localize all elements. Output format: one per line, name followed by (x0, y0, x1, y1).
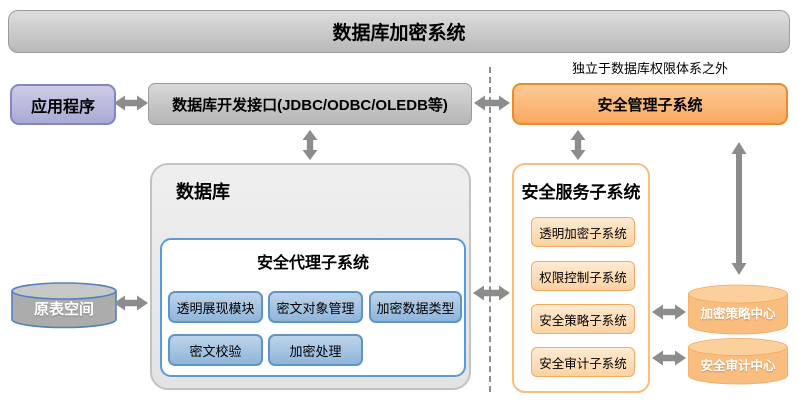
database-label: 数据库 (176, 182, 230, 202)
application-box: 应用程序 (10, 84, 116, 125)
service-subsystem-node: 权限控制子系统 (531, 261, 635, 291)
application-label: 应用程序 (30, 98, 95, 116)
system-banner-title: 数据库加密系统 (332, 23, 466, 44)
arrow-interface-database-icon (302, 130, 318, 160)
independence-note: 独立于数据库权限体系之外 (571, 60, 728, 76)
agent-module-node: 密文对象管理 (268, 291, 363, 323)
source-tablespace-cylinder: 原表空间 (11, 282, 117, 329)
arrow-mgmt-service-icon (570, 130, 586, 160)
policy-center-label: 加密策略中心 (700, 306, 776, 321)
arrow-mgmt-policy-center-icon (731, 142, 747, 275)
database-cylinder-icon (688, 338, 788, 385)
security-mgmt-box: 安全管理子系统 (512, 83, 788, 125)
audit-center-cylinder: 安全审计中心 (688, 338, 788, 385)
audit-center-label: 安全审计中心 (700, 358, 776, 373)
service-subsystem-node: 安全策略子系统 (531, 304, 635, 334)
database-box: 数据库 安全代理子系统 透明展现模块 密文对象管理 加密数据类型 密文校验 加密… (150, 163, 471, 390)
policy-center-cylinder: 加密策略中心 (688, 284, 788, 335)
security-service-title: 安全服务子系统 (521, 183, 641, 202)
db-interface-box: 数据库开发接口(JDBC/ODBC/OLEDB等) (148, 83, 472, 125)
system-banner: 数据库加密系统 (8, 10, 790, 53)
security-service-box: 安全服务子系统 透明加密子系统 权限控制子系统 安全策略子系统 安全审计子系统 (512, 163, 650, 393)
database-cylinder-icon (688, 284, 788, 335)
agent-module-node: 加密数据类型 (369, 291, 462, 323)
dashed-separator-line (489, 67, 491, 392)
service-subsystem-node: 透明加密子系统 (531, 217, 635, 247)
service-subsystem-node: 安全审计子系统 (531, 347, 635, 377)
db-interface-label: 数据库开发接口(JDBC/ODBC/OLEDB等) (172, 96, 448, 114)
security-agent-title: 安全代理子系统 (256, 255, 369, 272)
arrow-app-interface-icon (114, 95, 148, 111)
security-mgmt-label: 安全管理子系统 (597, 96, 703, 114)
arrow-policy-subsystem-center-icon (652, 304, 686, 320)
arrow-database-service-icon (473, 285, 510, 301)
security-agent-box: 安全代理子系统 透明展现模块 密文对象管理 加密数据类型 密文校验 加密处理 (160, 238, 466, 377)
source-tablespace-label: 原表空间 (33, 300, 94, 318)
database-cylinder-icon (11, 282, 117, 329)
arrow-interface-mgmt-icon (474, 95, 510, 111)
agent-module-node: 密文校验 (168, 334, 263, 366)
arrow-audit-subsystem-center-icon (652, 350, 686, 366)
agent-module-node: 透明展现模块 (168, 291, 263, 323)
agent-module-node: 加密处理 (268, 334, 363, 366)
arrow-tablespace-database-icon (114, 295, 148, 311)
